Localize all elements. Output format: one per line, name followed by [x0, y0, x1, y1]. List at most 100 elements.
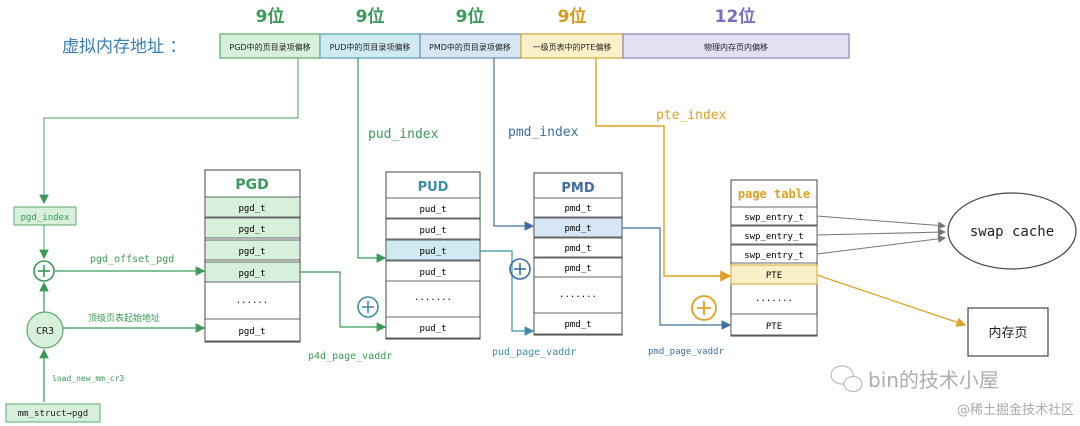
pmd-row-5-label: pmd_t	[564, 320, 591, 330]
pud-row-3	[385, 260, 481, 282]
mm-struct-box	[5, 403, 101, 423]
pgd-index-arrow	[39, 58, 299, 205]
pgd-row-3-label: pgd_t	[238, 269, 265, 279]
pud-table: PUD pud_t pud_t pud_t pud_t ....... pud_…	[385, 171, 481, 340]
pt-row-2-label: swp_entry_t	[744, 251, 804, 261]
field-box-pud	[319, 33, 421, 59]
pte-to-page-arrow	[816, 274, 967, 327]
swap-cache-node	[947, 192, 1077, 270]
pt-row-0-label: swp_entry_t	[744, 213, 804, 223]
pmd-row-2-label: pmd_t	[564, 244, 591, 254]
pud-row-2	[385, 239, 481, 261]
pud-index-label: pud_index	[368, 127, 439, 142]
field-box-offset	[622, 33, 850, 59]
pud-row-3-label: pud_t	[419, 268, 446, 278]
pmd-row-3-label: pmd_t	[564, 264, 591, 274]
pmd-table: PMD pmd_t pmd_t pmd_t pmd_t ....... pmd_…	[533, 172, 623, 336]
pmd-row-3	[533, 257, 623, 278]
pt-row-3-label: PTE	[766, 271, 782, 281]
pgd-row-5-label: pgd_t	[238, 327, 265, 337]
cr3-desc-label: 顶级页表起始地址	[88, 312, 160, 324]
pgd-index-box	[13, 206, 77, 226]
pgd-row-5	[204, 318, 301, 342]
pud-row-5-label: pud_t	[419, 324, 446, 334]
pt-row-1-label: swp_entry_t	[744, 232, 804, 242]
load-cr3-label: load_new_mm_cr3	[52, 374, 124, 383]
pud-row-2-label: pud_t	[419, 247, 446, 257]
bits-label-pmd: 9位	[456, 6, 485, 27]
wechat-logo	[830, 365, 863, 393]
pud-row-1-label: pud_t	[419, 226, 446, 236]
address-field-pmd: 9位 PMD中的页目录项偏移	[419, 6, 522, 59]
swp-arrow-2	[816, 234, 946, 255]
pt-row-3	[730, 264, 818, 285]
plus-pte	[691, 295, 717, 321]
pte-index-arrow	[595, 58, 732, 282]
pte-index-label: pte_index	[656, 108, 727, 123]
pgd-offset-label: pgd_offset_pgd	[90, 254, 174, 265]
pmd-row-4-label: .......	[559, 290, 597, 300]
field-text-pmd: PMD中的页目录项偏移	[429, 42, 511, 52]
pgd-to-pud-arrow	[300, 271, 387, 332]
pmd-page-vaddr-label: pmd_page_vaddr	[648, 347, 724, 357]
pmd-table-title: PMD	[561, 181, 594, 196]
address-label: 虚拟内存地址 ：	[62, 37, 186, 57]
pmd-index-arrow	[493, 58, 535, 231]
pud-row-1	[385, 218, 481, 240]
pud-row-0	[385, 197, 481, 219]
field-box-pmd	[419, 33, 522, 59]
pud-row-4-label: .......	[414, 293, 452, 303]
pt-row-4-label: .......	[755, 294, 793, 304]
bits-label-pgd: 9位	[256, 6, 285, 27]
pmd-index-label: pmd_index	[508, 125, 579, 140]
cr3-label: CR3	[36, 326, 54, 337]
address-field-offset: 12位 物理内存页内偏移	[622, 6, 850, 59]
pmd-row-0-label: pmd_t	[564, 204, 591, 214]
cr3-node	[26, 311, 64, 349]
plus-pud	[357, 296, 379, 318]
pmd-row-2	[533, 237, 623, 258]
page-table-title: page table	[738, 187, 810, 201]
field-text-pud: PUD中的页目录项偏移	[330, 42, 411, 52]
phys-page-label: 内存页	[988, 325, 1027, 341]
pgd-row-1	[204, 217, 301, 239]
pud-to-pmd-arrow	[480, 250, 535, 336]
pud-index-arrow	[357, 58, 387, 263]
watermark-brand: bin的技术小屋	[868, 368, 999, 392]
pud-row-0-label: pud_t	[419, 205, 446, 215]
pgd-row-2	[204, 239, 301, 261]
bits-label-offset: 12位	[715, 6, 756, 27]
plus-pmd	[509, 258, 531, 280]
pt-row-5	[730, 313, 818, 336]
swap-cache-label: swap cache	[970, 224, 1054, 240]
field-text-pgd: PGD中的页目录项偏移	[229, 42, 310, 52]
plus-pgd	[33, 260, 55, 282]
pmd-row-1-label: pmd_t	[564, 224, 591, 234]
pgd-index-box-label: pgd_index	[21, 213, 70, 223]
pud-row-5	[385, 316, 481, 339]
pmd-row-0	[533, 197, 623, 218]
swp-arrow-0	[816, 215, 946, 230]
address-field-pgd: 9位 PGD中的页目录项偏移	[219, 6, 321, 59]
pud-page-vaddr-label: pud_page_vaddr	[492, 347, 576, 358]
field-box-pgd	[219, 33, 321, 59]
phys-page-node	[967, 307, 1049, 357]
bits-label-pud: 9位	[356, 6, 385, 27]
pgd-row-2-label: pgd_t	[238, 247, 265, 257]
pmd-row-5	[533, 312, 623, 335]
pgd-row-0-label: pgd_t	[238, 204, 265, 214]
field-text-offset: 物理内存页内偏移	[704, 42, 768, 52]
address-field-pud: 9位 PUD中的页目录项偏移	[319, 6, 421, 59]
pmd-to-pt-arrow	[622, 227, 732, 330]
swp-arrow-1	[816, 228, 946, 237]
pgd-row-1-label: pgd_t	[238, 225, 265, 235]
field-text-pte: 一级页表中的PTE偏移	[533, 42, 612, 52]
pgd-table: PGD pgd_t pgd_t pgd_t pgd_t ...... pgd_t	[204, 169, 301, 343]
pt-row-5-label: PTE	[766, 322, 782, 332]
page-table: page table swp_entry_t swp_entry_t swp_e…	[730, 179, 818, 337]
pgd-row-0	[204, 196, 301, 218]
pgd-row-4-label: ......	[236, 296, 269, 306]
mm-struct-label: mm_struct→pgd	[18, 409, 88, 419]
address-field-pte: 9位 一级页表中的PTE偏移	[520, 6, 624, 59]
